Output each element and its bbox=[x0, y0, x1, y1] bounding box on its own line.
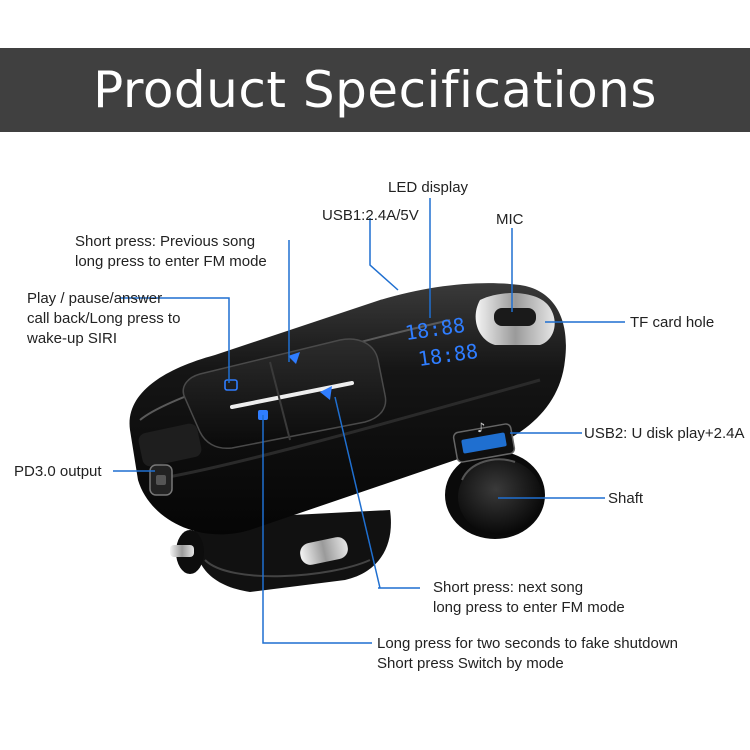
callout-mic: MIC bbox=[496, 211, 524, 228]
callout-usb2: USB2: U disk play+2.4A bbox=[584, 425, 745, 442]
callout-play-pause-line3: wake-up SIRI bbox=[27, 330, 118, 347]
callout-shaft: Shaft bbox=[608, 490, 644, 507]
callout-usb1: USB1:2.4A/5V bbox=[322, 207, 419, 224]
callout-play-pause-line1: Play / pause/answer bbox=[27, 290, 163, 307]
callout-play-pause-line2: call back/Long press to bbox=[27, 310, 181, 327]
page-title: Product Specifications bbox=[93, 61, 657, 119]
callout-prev-song-line1: Short press: Previous song bbox=[75, 233, 256, 250]
callout-play-pause: Play / pause/answer call back/Long press… bbox=[27, 289, 180, 349]
callout-prev-song-line2: long press to enter FM mode bbox=[75, 253, 267, 270]
callout-shutdown-line1: Long press for two seconds to fake shutd… bbox=[377, 635, 679, 652]
chrome-head bbox=[475, 293, 555, 345]
callout-tf-card: TF card hole bbox=[630, 314, 715, 331]
svg-text:♪: ♪ bbox=[477, 421, 485, 436]
callout-next-song-line1: Short press: next song bbox=[433, 579, 584, 596]
callout-next-song-line2: long press to enter FM mode bbox=[433, 599, 625, 616]
shaft-knob bbox=[445, 451, 545, 539]
previous-icon bbox=[288, 352, 300, 364]
callout-lines bbox=[113, 198, 625, 644]
callout-pd-output: PD3.0 output bbox=[14, 463, 102, 480]
next-icon bbox=[320, 386, 332, 400]
callout-shutdown-line2: Short press Switch by mode bbox=[377, 655, 564, 672]
play-pause-icon bbox=[224, 379, 238, 391]
callout-led-display: LED display bbox=[388, 179, 469, 196]
control-pad bbox=[182, 338, 387, 450]
title-banner: Product Specifications bbox=[0, 48, 750, 132]
callout-shutdown: Long press for two seconds to fake shutd… bbox=[377, 634, 678, 674]
callout-prev-song: Short press: Previous song long press to… bbox=[75, 232, 267, 272]
callout-next-song: Short press: next song long press to ent… bbox=[433, 578, 625, 618]
